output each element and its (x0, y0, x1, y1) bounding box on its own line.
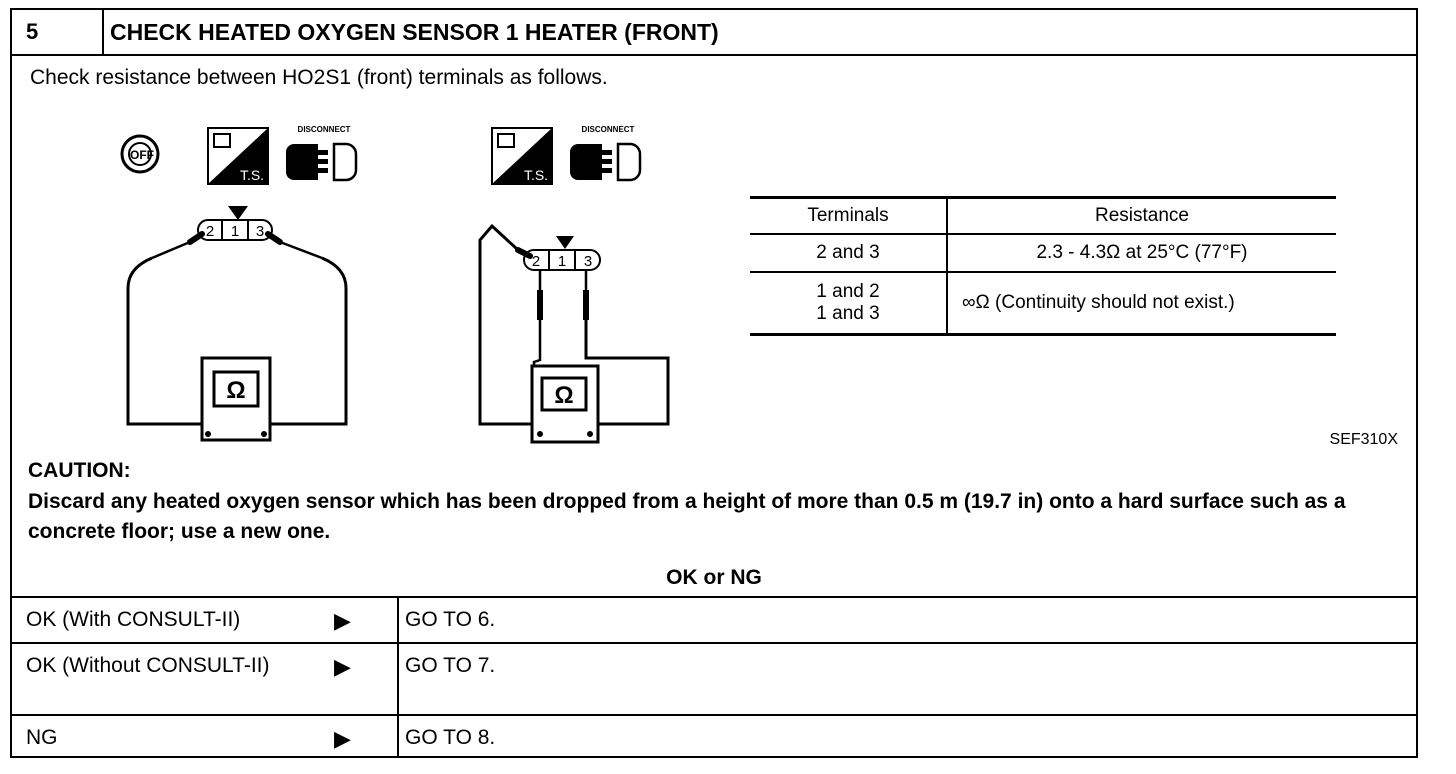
caution-text: Discard any heated oxygen sensor which h… (28, 490, 1346, 543)
wiring-diagram: OFF T.S. DISCONNECT T.S. DISCONNECT (120, 125, 670, 444)
result-action: GO TO 8. (397, 716, 495, 758)
ignition-off-icon: OFF (120, 134, 160, 174)
arrow-right-icon: ▶ (334, 608, 351, 633)
disconnect-icon: DISCONNECT (286, 125, 358, 182)
terminal-label: 1 (231, 223, 239, 240)
disconnect-icon: DISCONNECT (570, 125, 642, 182)
table-header: Terminals (750, 196, 948, 235)
ts-label: T.S. (524, 167, 548, 183)
caution-title: CAUTION: (28, 459, 131, 482)
result-label: OK (Without CONSULT-II) (26, 654, 270, 677)
right-circuit: 2 1 3 Ω (478, 223, 670, 444)
result-row: NG ▶ GO TO 8. (12, 714, 1416, 758)
ts-icon: T.S. (207, 127, 269, 185)
terminal-label: 3 (584, 253, 592, 270)
resistance-cell: 2.3 - 4.3Ω at 25°C (77°F) (947, 234, 1336, 273)
disconnect-label: DISCONNECT (298, 125, 351, 134)
table-row: 2 and 3 2.3 - 4.3Ω at 25°C (77°F) (750, 234, 1336, 273)
arrow-right-icon: ▶ (334, 726, 351, 751)
terminals-line: 1 and 2 (816, 281, 880, 302)
left-circuit: 2 1 3 Ω (126, 206, 348, 442)
result-label: OK (With CONSULT-II) (26, 608, 241, 631)
arrow-right-icon: ▶ (334, 654, 351, 679)
step-header: 5 CHECK HEATED OXYGEN SENSOR 1 HEATER (F… (12, 10, 1416, 56)
result-action: GO TO 7. (397, 644, 495, 714)
result-row: OK (Without CONSULT-II) ▶ GO TO 7. (12, 642, 1416, 714)
ohm-symbol: Ω (226, 377, 245, 404)
result-row: OK (With CONSULT-II) ▶ GO TO 6. (12, 596, 1416, 642)
disconnect-label: DISCONNECT (582, 125, 635, 134)
resistance-table: Terminals Resistance 2 and 3 2.3 - 4.3Ω … (750, 196, 1336, 336)
ts-icon: T.S. (491, 127, 553, 185)
step-intro: Check resistance between HO2S1 (front) t… (30, 66, 608, 89)
result-heading: OK or NG (666, 566, 762, 589)
ignition-off-label: OFF (130, 148, 154, 162)
table-header: Resistance (947, 196, 1336, 235)
step-number: 5 (12, 10, 104, 54)
step-title: CHECK HEATED OXYGEN SENSOR 1 HEATER (FRO… (110, 19, 719, 45)
terminal-label: 3 (256, 223, 264, 240)
resistance-cell: ∞Ω (Continuity should not exist.) (947, 272, 1336, 336)
ts-label: T.S. (240, 167, 264, 183)
terminal-label: 2 (532, 253, 540, 270)
terminals-cell: 2 and 3 (750, 234, 948, 273)
result-label: NG (26, 726, 58, 749)
terminal-label: 1 (558, 253, 566, 270)
procedure-frame: 5 CHECK HEATED OXYGEN SENSOR 1 HEATER (F… (10, 8, 1418, 758)
figure-reference-code: SEF310X (1329, 431, 1398, 448)
ohm-symbol: Ω (554, 382, 573, 409)
result-action: GO TO 6. (397, 598, 495, 642)
terminals-line: 1 and 3 (816, 303, 880, 324)
terminal-label: 2 (206, 223, 214, 240)
